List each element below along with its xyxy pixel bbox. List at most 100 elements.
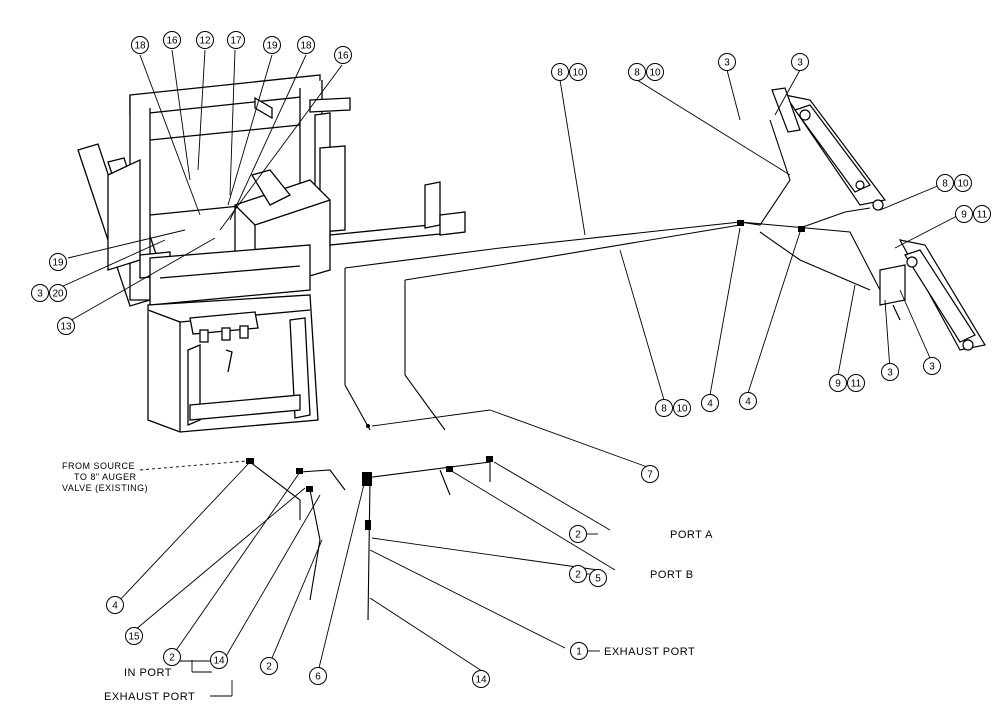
callout-number: 4 (707, 399, 713, 410)
callout-circle (227, 31, 245, 49)
callout-circle (49, 284, 67, 302)
callout-circle (297, 36, 315, 54)
callout-circle (260, 657, 278, 675)
callout-number: 4 (745, 397, 751, 408)
callout-number: 11 (851, 379, 862, 390)
callout-circle (163, 31, 181, 49)
callout-circle (131, 36, 149, 54)
callout-2c: 2 (163, 648, 181, 666)
callout-number: 9 (835, 379, 841, 390)
callout-number: 6 (315, 672, 321, 683)
callout-number: 17 (230, 36, 242, 47)
hydraulic-cylinder-lower (879, 239, 986, 351)
callout-number: 8 (634, 68, 640, 79)
callout-number: 5 (595, 574, 601, 585)
callout-circle (263, 36, 281, 54)
callout-circle (954, 174, 972, 192)
callout-circle (973, 205, 991, 223)
callout-number: 10 (676, 404, 688, 415)
callout-number: 19 (266, 41, 278, 52)
callout-number: 3 (797, 58, 803, 69)
callout-number: 14 (213, 656, 225, 667)
callout-18a: 18 (131, 36, 149, 54)
callout-circle (673, 399, 691, 417)
callout-4a: 4 (701, 394, 719, 412)
callout-4c: 4 (106, 596, 124, 614)
callout-number: 7 (647, 470, 653, 481)
callout-circle (701, 394, 719, 412)
callout-number: 16 (166, 36, 178, 47)
callout-6: 6 (309, 667, 327, 685)
callout-circle (570, 642, 588, 660)
callout-circle (163, 648, 181, 666)
callout-number: 2 (266, 662, 272, 673)
callout-3-20: 3 20 (31, 284, 67, 302)
exhaust-port-right-label: EXHAUST PORT (604, 646, 695, 658)
callout-circle (551, 63, 569, 81)
callout-number: 3 (887, 368, 893, 379)
callout-circle (569, 63, 587, 81)
callout-13: 13 (57, 317, 75, 335)
callout-4b: 4 (739, 392, 757, 410)
fittings (246, 220, 805, 530)
port-a-label: PORT A (670, 529, 713, 541)
callout-number: 18 (300, 41, 312, 52)
callout-2b: 2 (569, 565, 587, 583)
callout-circle (829, 374, 847, 392)
callout-14b: 14 (210, 651, 228, 669)
source-note-line2: TO 8" AUGER (74, 472, 137, 482)
source-note-line3: VALVE (EXISTING) (62, 483, 148, 493)
callout-circle (589, 569, 607, 587)
leader-lines (49, 49, 958, 697)
callout-5: 5 (589, 569, 607, 587)
callout-circle (628, 63, 646, 81)
callout-2d: 2 (260, 657, 278, 675)
callout-circle (309, 667, 327, 685)
callout-8-10c: 8 10 (936, 174, 972, 192)
source-note-line1: FROM SOURCE (62, 461, 135, 471)
callout-18b: 18 (297, 36, 315, 54)
callout-number: 1 (576, 647, 582, 658)
callout-circle (847, 374, 865, 392)
callout-3d: 3 (923, 357, 941, 375)
callout-circle (49, 253, 67, 271)
callout-15: 15 (125, 627, 143, 645)
callout-circle (641, 465, 659, 483)
callout-number: 3 (724, 58, 730, 69)
callout-number: 8 (942, 179, 948, 190)
callout-19a: 19 (263, 36, 281, 54)
callout-circle (881, 363, 899, 381)
callout-number: 11 (977, 210, 988, 221)
callout-circle (31, 284, 49, 302)
callout-1: 1 (570, 642, 588, 660)
callout-3c: 3 (881, 363, 899, 381)
callout-3b: 3 (791, 53, 809, 71)
callout-number: 20 (52, 289, 64, 300)
callout-2a: 2 (569, 525, 587, 543)
callout-circle (646, 63, 664, 81)
callout-number: 3 (929, 362, 935, 373)
callout-circle (569, 525, 587, 543)
callout-circle (57, 317, 75, 335)
callout-number: 3 (37, 289, 43, 300)
callout-circle (472, 670, 490, 688)
text-labels: FROM SOURCE TO 8" AUGER VALVE (EXISTING)… (62, 461, 713, 703)
callout-circle (196, 31, 214, 49)
port-b-label: PORT B (650, 569, 694, 581)
callout-circle (210, 651, 228, 669)
callout-number: 2 (575, 530, 581, 541)
callout-circle (791, 53, 809, 71)
callout-number: 4 (112, 601, 118, 612)
callout-16b: 16 (334, 46, 352, 64)
callout-number: 12 (199, 36, 211, 47)
callout-14a: 14 (472, 670, 490, 688)
callout-circle (936, 174, 954, 192)
callout-number: 19 (52, 258, 64, 269)
callout-number: 10 (957, 179, 969, 190)
callout-number: 2 (169, 653, 175, 664)
